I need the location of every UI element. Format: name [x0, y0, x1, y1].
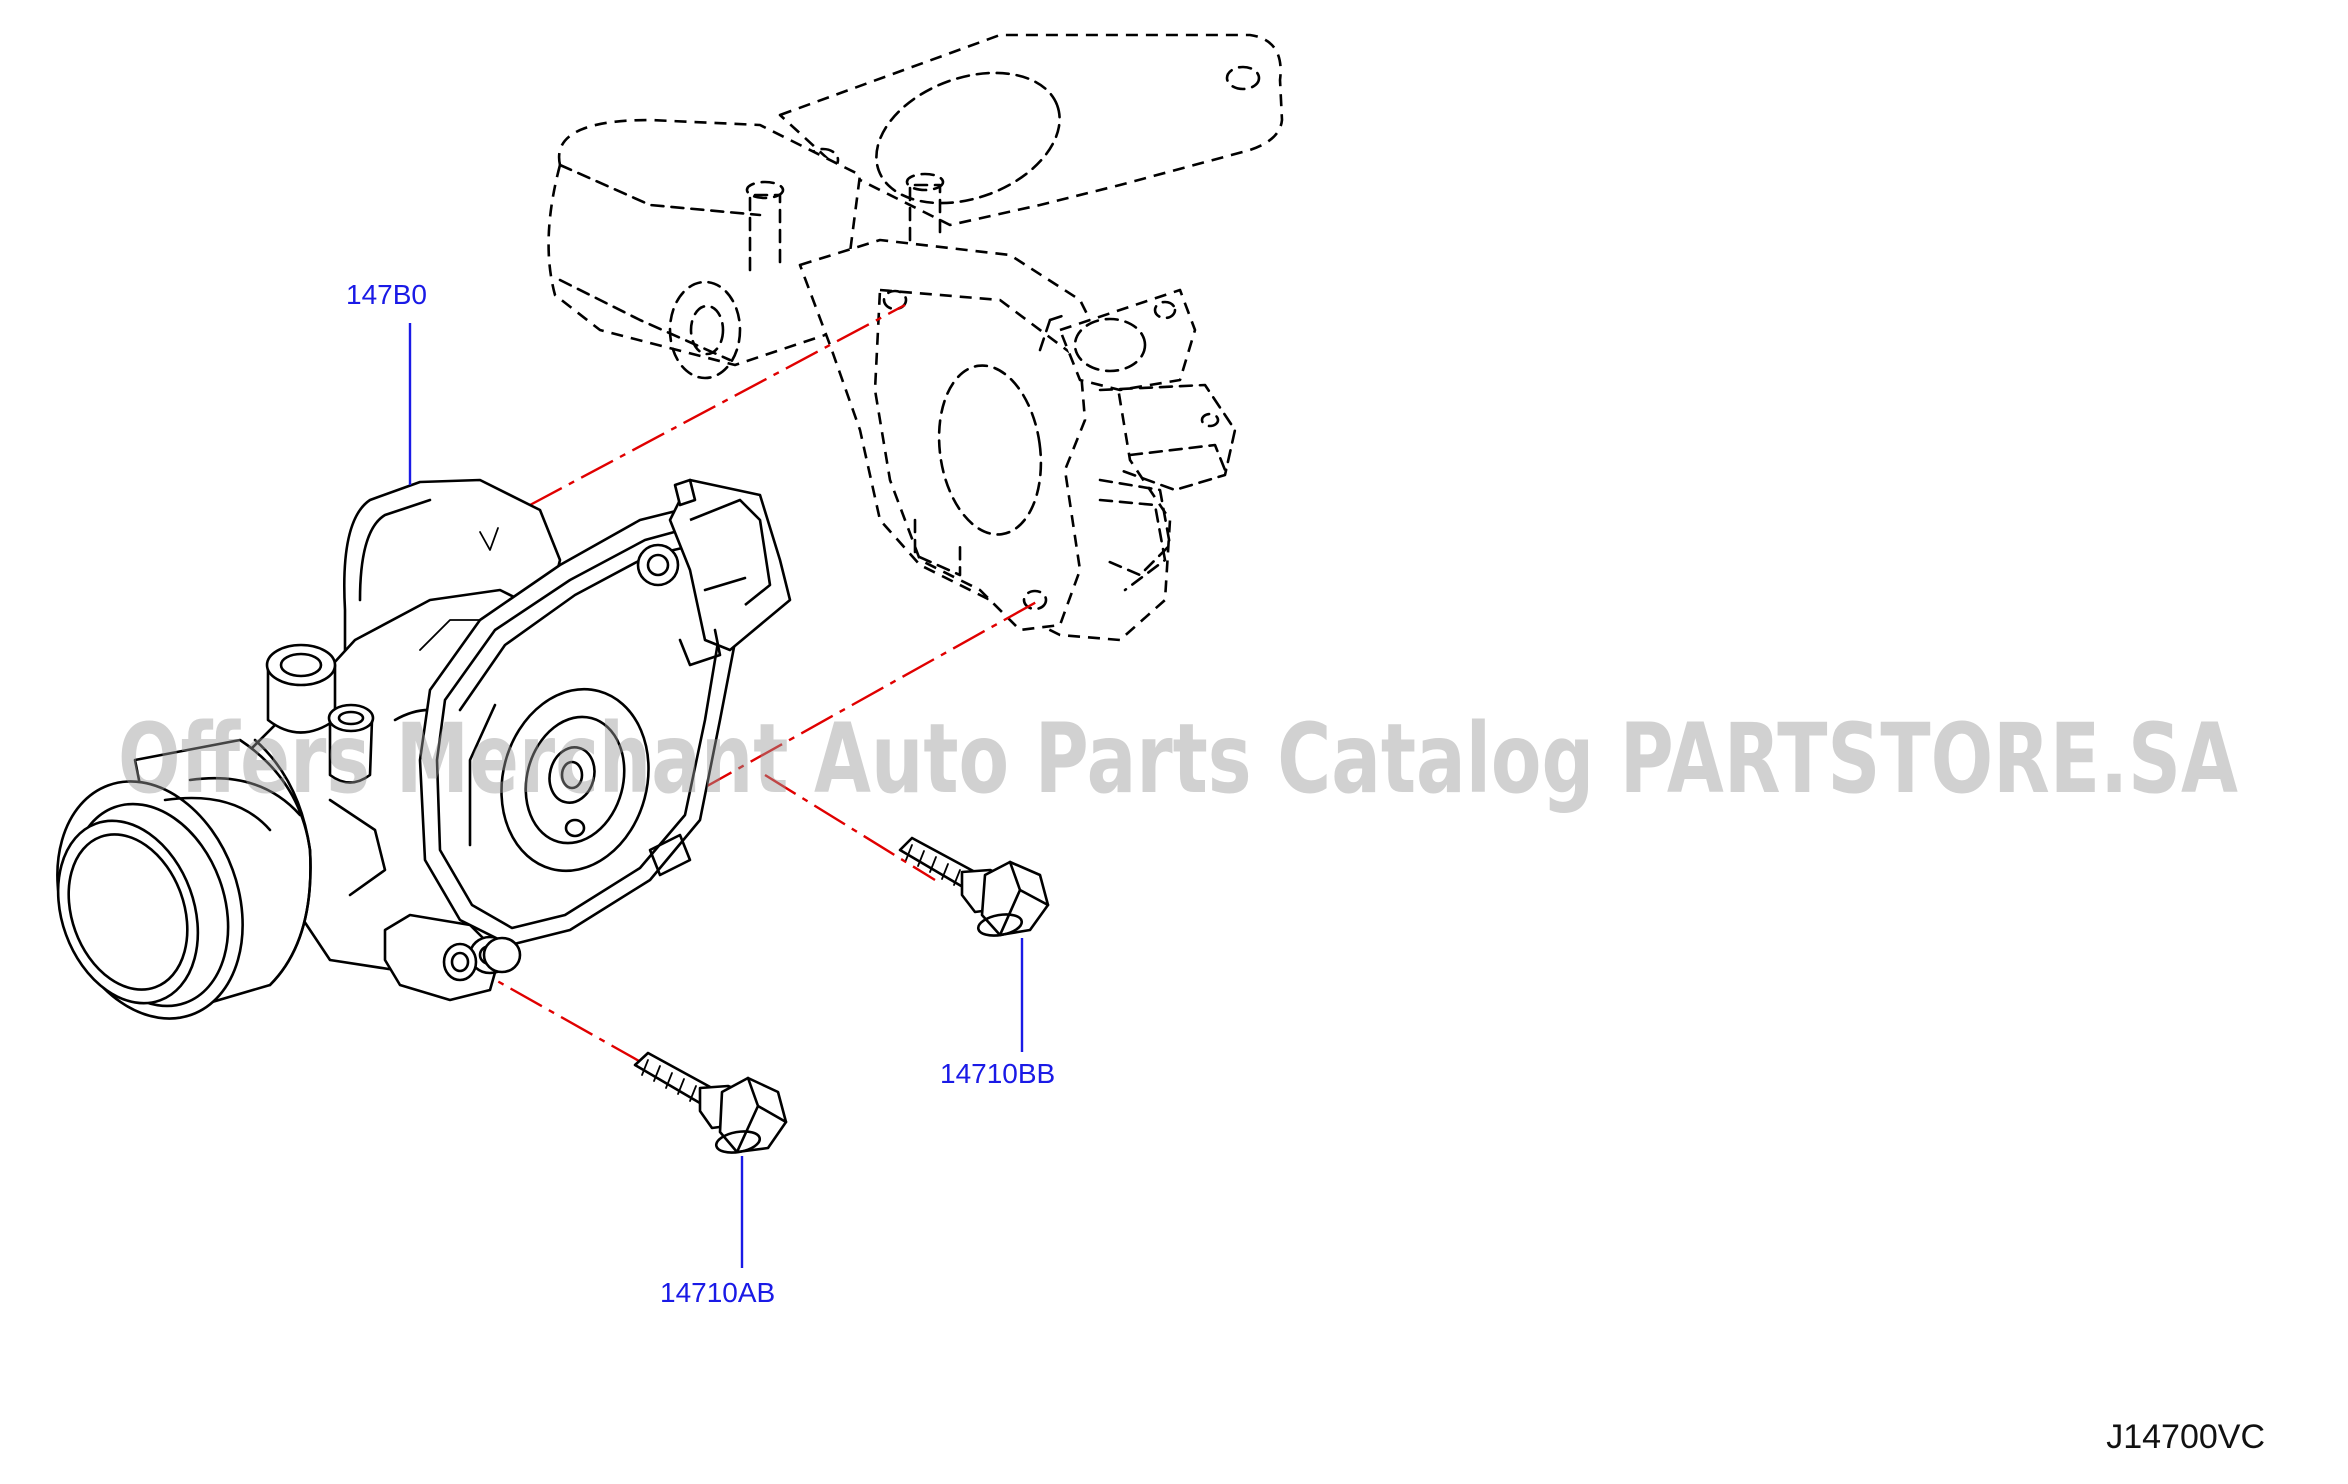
- throttle-chamber: [56, 478, 792, 1020]
- intake-manifold-outline: [547, 33, 1284, 642]
- watermark: Offers Merchant Auto Parts Catalog PARTS…: [118, 703, 2238, 815]
- callout-14710bb[interactable]: 14710BB: [940, 1058, 1055, 1089]
- alignment-lines: [459, 303, 1041, 1072]
- bolt-lower: [633, 1051, 788, 1154]
- bolt-upper: [898, 836, 1050, 937]
- illustration-code: J14700VC: [2106, 1418, 2265, 1456]
- leader-lines: [408, 323, 1024, 1268]
- callout-14710ab[interactable]: 14710AB: [660, 1277, 775, 1308]
- callout-147b0[interactable]: 147B0: [346, 279, 427, 310]
